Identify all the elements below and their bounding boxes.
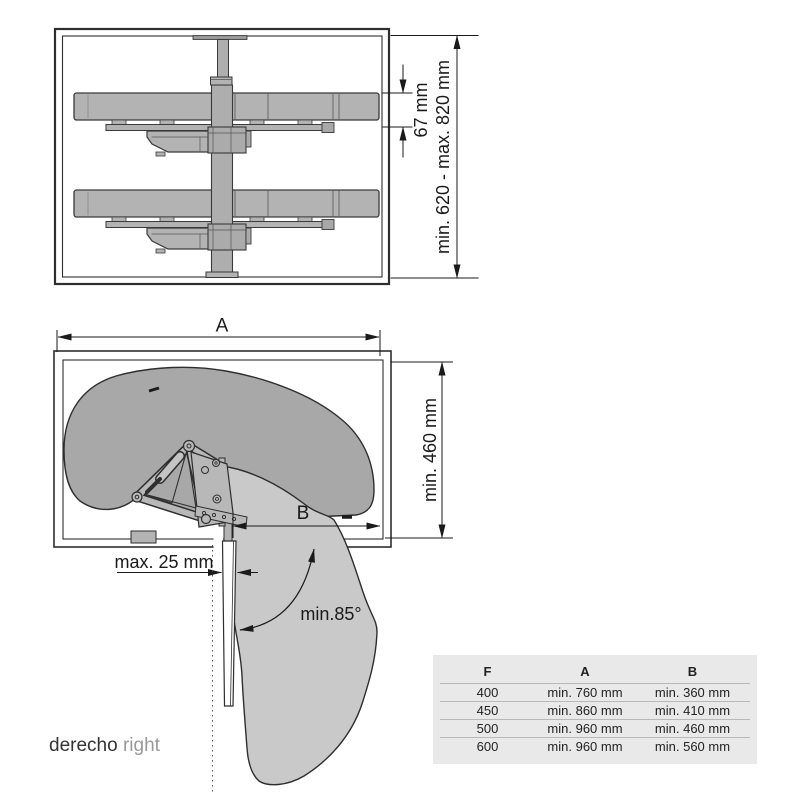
dim-total-height — [390, 35, 479, 279]
doorway-opening — [213, 534, 223, 550]
dim-25mm-label: max. 25 mm — [114, 552, 213, 572]
cell-a: min. 960 mm — [547, 721, 623, 736]
table-row: 450 min. 860 mm min. 410 mm — [440, 701, 750, 719]
cell-a: min. 960 mm — [547, 739, 623, 754]
door-swing-arc — [239, 548, 315, 632]
pole-collar — [210, 76, 233, 86]
pole-hub — [207, 126, 252, 154]
dim-total-height-label: min. 620 - max. 820 mm — [433, 60, 453, 254]
plan-view: A min. 460 mm B max. 25 mm min.85° — [53, 316, 453, 792]
cell-a: min. 760 mm — [547, 685, 623, 700]
cell-f: 400 — [476, 685, 499, 700]
cell-b: min. 560 mm — [654, 739, 731, 754]
pole-foot — [205, 271, 239, 278]
shelf-edge-mark — [148, 386, 160, 393]
wall-end-cap — [130, 530, 157, 544]
caption-right: right — [122, 735, 160, 756]
table-row: 400 min. 760 mm min. 360 mm — [440, 683, 750, 701]
dim-460-label: min. 460 mm — [420, 398, 440, 502]
cell-b: min. 360 mm — [654, 685, 731, 700]
cell-a: min. 860 mm — [547, 703, 623, 718]
dim-B-label: B — [297, 503, 310, 524]
door-open — [221, 514, 237, 707]
cell-b: min. 460 mm — [654, 721, 731, 736]
cell-f: 500 — [476, 721, 499, 736]
dim-A-label: A — [216, 316, 229, 337]
table-header-a: A — [580, 664, 590, 679]
elevation-view: 67 mm min. 620 - max. 820 mm — [53, 27, 479, 286]
table-row: 600 min. 960 mm min. 560 mm — [440, 737, 750, 755]
dim-460 — [385, 361, 453, 539]
orientation-caption: derecho right — [49, 735, 160, 757]
dimension-table: F A B 400 min. 760 mm min. 360 mm 450 mi… — [433, 655, 757, 764]
table-row: 500 min. 960 mm min. 460 mm — [440, 719, 750, 737]
table-header-f: F — [483, 664, 492, 679]
dim-67mm-label: 67 mm — [411, 82, 431, 137]
pivot-mechanism — [131, 439, 248, 528]
caption-derecho: derecho — [49, 735, 118, 756]
dim-A — [56, 330, 381, 356]
dim-angle-label: min.85° — [300, 604, 361, 624]
table-header-row: F A B — [440, 661, 750, 683]
pole-top-plate — [192, 35, 248, 40]
table-header-b: B — [687, 664, 698, 679]
dim-67mm — [382, 64, 413, 158]
cell-f: 450 — [476, 703, 499, 718]
cell-b: min. 410 mm — [654, 703, 731, 718]
dim-B — [232, 514, 381, 538]
pole-hub — [207, 223, 252, 251]
cell-f: 600 — [476, 739, 499, 754]
pole-upper — [217, 39, 229, 78]
